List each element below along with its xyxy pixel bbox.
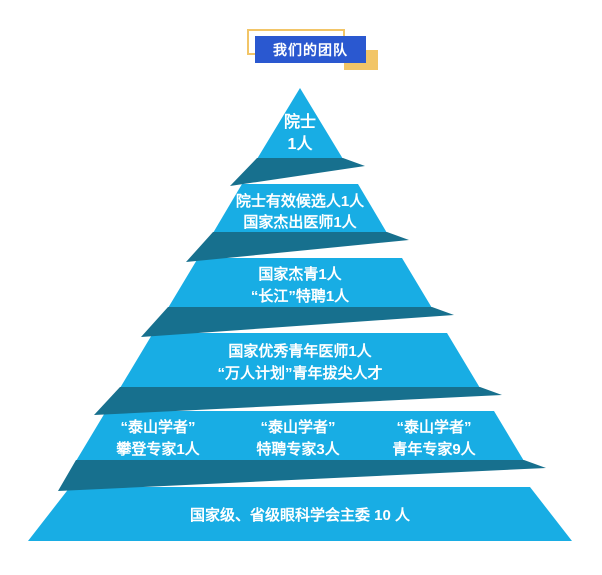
level-5-col-3-line-1: “泰山学者” [396,418,471,436]
pyramid-level-1-band [257,88,343,159]
level-2-line-2: 国家杰出医师1人 [243,213,357,231]
level-5-col-1-line-2: 攀登专家1人 [115,440,200,458]
pyramid-level-5-band [76,411,524,461]
level-4-line-1: 国家优秀青年医师1人 [228,342,372,360]
pyramid-fold-1 [230,158,365,186]
pyramid-level-2-band [213,184,387,233]
level-6-line-1: 国家级、省级眼科学会主委 10 人 [190,506,411,524]
team-title-badge: 我们的团队 [247,29,378,71]
level-3-line-1: 国家杰青1人 [258,265,342,283]
pyramid-level-4-band [120,333,480,388]
pyramid-fold-2 [186,232,409,262]
level-5-col-3-line-2: 青年专家9人 [392,440,476,458]
level-2-line-1: 院士有效候选人1人 [236,192,365,210]
level-3-line-2: “长江”特聘1人 [251,287,350,305]
level-5-col-2-line-2: 特聘专家3人 [256,440,340,458]
pyramid-fold-5 [58,460,546,491]
level-1-line-1: 院士 [284,112,316,131]
level-5-col-2-line-1: “泰山学者” [260,418,335,436]
badge-label: 我们的团队 [255,36,366,63]
level-1-line-2: 1人 [288,135,314,153]
level-5-col-1-line-1: “泰山学者” [120,418,195,436]
pyramid-level-6-band [28,487,572,541]
pyramid-level-3-band [168,258,432,308]
level-4-line-2: “万人计划”青年拔尖人才 [217,364,382,382]
pyramid-fold-4 [94,387,502,415]
pyramid-fold-3 [141,307,454,337]
